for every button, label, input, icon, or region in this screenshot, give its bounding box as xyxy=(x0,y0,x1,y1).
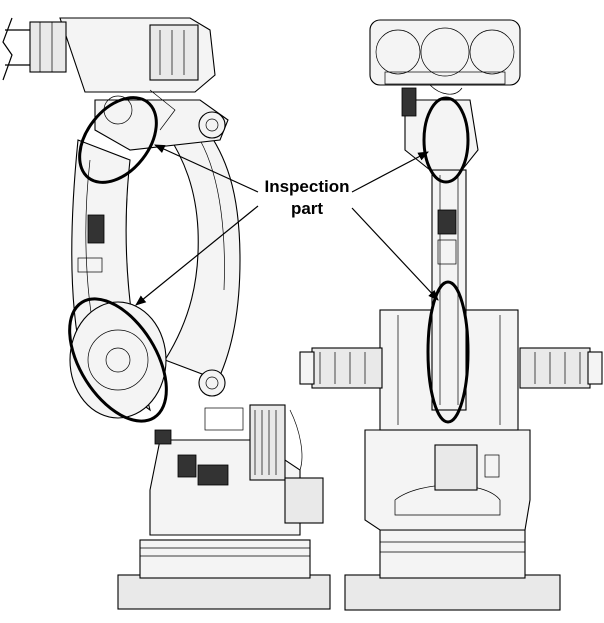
callout-line-2: part xyxy=(290,199,324,218)
inspection-part-callout: Inspection part xyxy=(252,176,362,220)
front-base-block xyxy=(379,529,526,579)
front-inspection-ellipse-lower xyxy=(426,280,470,424)
pointer-front-lower xyxy=(351,207,439,301)
side-junction-box xyxy=(284,477,324,524)
front-left-motor xyxy=(311,347,383,389)
front-view-robot xyxy=(299,19,603,611)
side-wrist xyxy=(29,21,67,73)
front-head xyxy=(369,19,521,86)
side-shoulder-hub xyxy=(69,301,167,419)
pointer-side-lower xyxy=(135,205,259,306)
front-right-motor xyxy=(519,347,591,389)
front-inspection-ellipse-upper xyxy=(422,96,470,184)
front-motor xyxy=(434,444,478,491)
callout-line-1: Inspection xyxy=(264,177,350,196)
side-base-block xyxy=(139,539,311,579)
side-inspection-ellipse-lower xyxy=(68,297,168,423)
side-base-plate xyxy=(117,574,331,610)
front-base-plate xyxy=(344,574,561,611)
side-view-robot xyxy=(2,17,331,610)
pointer-side-upper xyxy=(154,144,259,193)
side-motor-pack xyxy=(249,404,286,481)
side-lower-arm-rear xyxy=(164,109,241,381)
side-inspection-ellipse-upper xyxy=(78,96,158,184)
side-elbow xyxy=(94,99,229,151)
pointer-front-upper xyxy=(351,151,429,193)
